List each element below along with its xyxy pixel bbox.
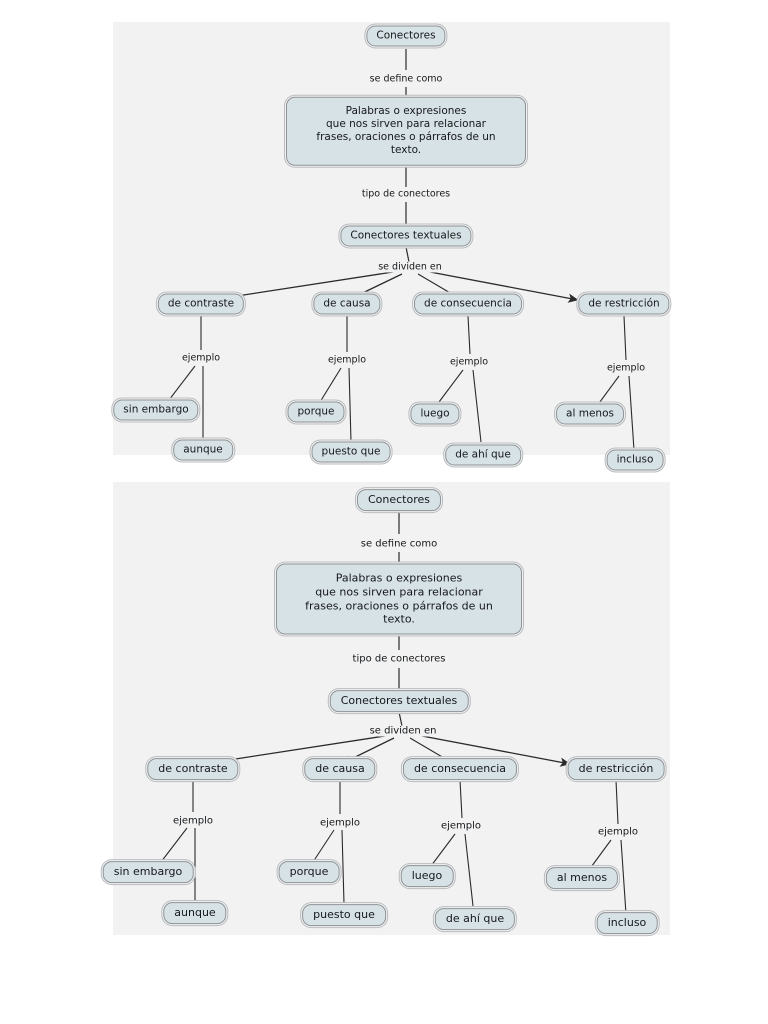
node-sin-embargo[interactable]: sin embargo	[113, 399, 199, 421]
node-conectores[interactable]: Conectores	[356, 489, 442, 511]
link-label-ejemplo-causa: ejemplo	[325, 354, 369, 366]
link-label-ejemplo-restriccion: ejemplo	[604, 362, 648, 374]
link-label-ejemplo-consecuencia: ejemplo	[438, 820, 484, 832]
link-label-tipo-de-conectores: tipo de conectores	[350, 653, 448, 665]
link-label-se-define-como: se define como	[358, 538, 440, 550]
link-label-ejemplo-contraste: ejemplo	[170, 815, 216, 827]
node-de-restriccion[interactable]: de restricción	[567, 758, 665, 780]
node-de-contraste[interactable]: de contraste	[147, 758, 239, 780]
link-label-ejemplo-causa: ejemplo	[317, 817, 363, 829]
definicion-line-1: Palabras o expresiones	[335, 571, 463, 585]
link-label-se-define-como: se define como	[367, 73, 445, 85]
node-de-causa[interactable]: de causa	[304, 758, 376, 780]
node-incluso[interactable]: incluso	[596, 912, 658, 934]
definicion-line-2: que nos sirven para relacionar	[315, 585, 483, 599]
node-porque[interactable]: porque	[287, 401, 345, 423]
concept-map-canvas-top: Conectores se define como Palabras o exp…	[113, 22, 670, 471]
node-puesto-que[interactable]: puesto que	[302, 904, 386, 926]
node-de-ahi-que[interactable]: de ahí que	[445, 444, 521, 466]
concept-map-canvas-bottom: Conectores se define como Palabras o exp…	[102, 482, 670, 935]
node-aunque[interactable]: aunque	[173, 439, 233, 461]
node-de-consecuencia[interactable]: de consecuencia	[414, 293, 522, 315]
node-al-menos[interactable]: al menos	[556, 403, 624, 425]
concept-map-panel-top: Conectores se define como Palabras o exp…	[113, 22, 670, 471]
link-label-tipo-de-conectores: tipo de conectores	[359, 188, 453, 200]
definicion-line-3: frases, oraciones o párrafos de un texto…	[305, 599, 493, 626]
node-de-consecuencia[interactable]: de consecuencia	[402, 758, 518, 780]
node-conectores-textuales[interactable]: Conectores textuales	[340, 225, 472, 247]
node-definicion[interactable]: Palabras o expresiones que nos sirven pa…	[286, 96, 526, 166]
node-de-contraste[interactable]: de contraste	[157, 293, 245, 315]
node-incluso[interactable]: incluso	[606, 449, 664, 471]
node-definicion[interactable]: Palabras o expresiones que nos sirven pa…	[276, 563, 522, 635]
node-luego[interactable]: luego	[400, 865, 454, 887]
link-label-ejemplo-contraste: ejemplo	[179, 352, 223, 364]
link-label-ejemplo-restriccion: ejemplo	[595, 826, 641, 838]
node-aunque[interactable]: aunque	[163, 902, 227, 924]
definicion-line-3: frases, oraciones o párrafos de un texto…	[316, 131, 496, 157]
connector-lines-top	[168, 49, 635, 451]
definicion-line-1: Palabras o expresiones	[345, 104, 467, 117]
node-conectores-textuales[interactable]: Conectores textuales	[329, 690, 469, 712]
node-sin-embargo[interactable]: sin embargo	[102, 861, 194, 883]
node-puesto-que[interactable]: puesto que	[311, 441, 391, 463]
concept-map-panel-bottom: Conectores se define como Palabras o exp…	[102, 482, 670, 935]
node-al-menos[interactable]: al menos	[545, 867, 619, 889]
node-luego[interactable]: luego	[410, 403, 460, 425]
link-label-se-dividen-en: se dividen en	[376, 261, 444, 273]
node-de-ahi-que[interactable]: de ahí que	[434, 908, 516, 930]
node-de-restriccion[interactable]: de restricción	[578, 293, 670, 315]
node-de-causa[interactable]: de causa	[313, 293, 381, 315]
node-conectores[interactable]: Conectores	[366, 25, 446, 47]
definicion-line-2: que nos sirven para relacionar	[326, 117, 486, 130]
link-label-ejemplo-consecuencia: ejemplo	[447, 356, 491, 368]
node-porque[interactable]: porque	[278, 861, 340, 883]
link-label-se-dividen-en: se dividen en	[367, 725, 439, 737]
